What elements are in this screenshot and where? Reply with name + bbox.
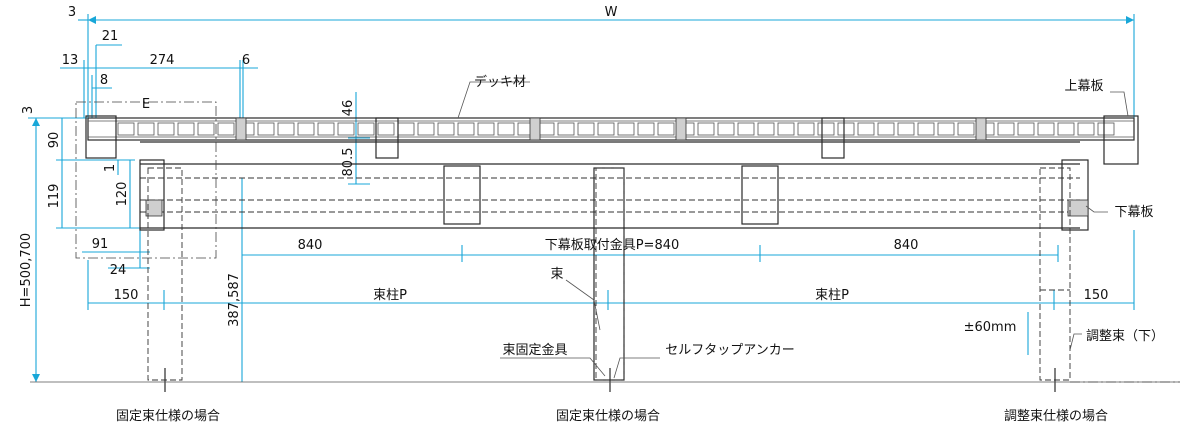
deck-cell — [937, 122, 955, 136]
dim-span-label: 下幕板取付金具P=840 — [545, 237, 680, 253]
deck-cell — [397, 122, 415, 136]
label-adjust-post: 調整束（下） — [1086, 329, 1164, 344]
deck-cell — [217, 122, 235, 136]
dim-span-3: 840 — [894, 238, 919, 253]
dim-3-left: 3 — [21, 106, 36, 114]
dim-span-1: 840 — [298, 238, 323, 253]
dim-46: 46 — [341, 100, 356, 117]
dim-274: 274 — [150, 53, 175, 68]
caption-right: 調整束仕様の場合 — [1004, 409, 1108, 424]
dimension-text: W 3 21 13 274 6 8 E 46 80.5 3 90 119 120… — [19, 5, 1108, 335]
deck-cell — [797, 122, 815, 136]
deck-cell — [877, 122, 895, 136]
deck-cell — [757, 122, 775, 136]
deck-cell — [117, 122, 135, 136]
deck-cell — [837, 122, 855, 136]
deck-cell — [1077, 122, 1095, 136]
beam-structure — [75, 101, 1089, 259]
deck-cell — [157, 122, 175, 136]
dim-w: W — [605, 5, 618, 20]
deck-cell — [1017, 122, 1035, 136]
label-post: 束 — [550, 267, 563, 282]
dim-post-pitch-1: 束柱P — [373, 288, 407, 303]
deck-cell — [177, 122, 195, 136]
deck-cell — [197, 122, 215, 136]
deck-cell — [957, 122, 975, 136]
deck-cell — [777, 122, 795, 136]
label-anchor: セルフタップアンカー — [665, 343, 794, 358]
deck-cell — [417, 122, 435, 136]
deck-cell — [557, 122, 575, 136]
deck-cell — [597, 122, 615, 136]
label-deck: デッキ材 — [474, 74, 526, 90]
dim-120: 120 — [115, 182, 130, 207]
deck-cell — [497, 122, 515, 136]
deck-cell — [1097, 122, 1115, 136]
deck-cell — [377, 122, 395, 136]
dim-13: 13 — [62, 53, 79, 68]
deck-cell — [257, 122, 275, 136]
deck-cell — [637, 122, 655, 136]
dim-height: H=500,700 — [19, 233, 34, 307]
dim-adjust: ±60mm — [964, 320, 1017, 335]
label-lower-fascia: 下幕板 — [1114, 205, 1153, 220]
deck-cell — [477, 122, 495, 136]
deck-cell — [897, 122, 915, 136]
dim-387-587: 387,587 — [227, 273, 242, 327]
deck-cell — [717, 122, 735, 136]
deck-cell — [337, 122, 355, 136]
deck-cell — [537, 122, 555, 136]
deck-cell — [917, 122, 935, 136]
deck-cell — [277, 122, 295, 136]
dim-24: 24 — [110, 263, 127, 278]
dim-21: 21 — [102, 29, 119, 44]
dim-91: 91 — [92, 237, 109, 252]
dim-80-5: 80.5 — [341, 148, 356, 177]
deck-cell — [317, 122, 335, 136]
dim-post-pitch-2: 束柱P — [815, 288, 849, 303]
dim-90: 90 — [47, 132, 62, 149]
deck-cell — [857, 122, 875, 136]
deck-cell — [357, 122, 375, 136]
part-labels: デッキ材 上幕板 下幕板 束 束固定金具 セルフタップアンカー 調整束（下） — [474, 74, 1164, 358]
deck-cell — [617, 122, 635, 136]
leader-lines — [457, 81, 1129, 379]
deck-cell — [1037, 122, 1055, 136]
dim-150-left: 150 — [114, 288, 139, 303]
deck-cell — [1057, 122, 1075, 136]
dim-150-right: 150 — [1084, 288, 1109, 303]
captions: 固定束仕様の場合 固定束仕様の場合 調整束仕様の場合 — [116, 409, 1108, 424]
deck-cell — [437, 122, 455, 136]
deck-cell — [577, 122, 595, 136]
label-upper-fascia: 上幕板 — [1064, 79, 1103, 94]
dim-8: 8 — [100, 73, 108, 88]
deck-cell — [657, 122, 675, 136]
deck-cell — [697, 122, 715, 136]
dim-119: 119 — [47, 184, 62, 209]
deck-cell — [297, 122, 315, 136]
deck-boards — [85, 115, 1139, 165]
deck-cell — [737, 122, 755, 136]
dim-1: 1 — [103, 164, 118, 172]
dim-e: E — [142, 97, 150, 112]
caption-left: 固定束仕様の場合 — [116, 409, 220, 424]
caption-center: 固定束仕様の場合 — [556, 409, 660, 424]
deck-cell — [997, 122, 1015, 136]
dim-3-top: 3 — [68, 5, 76, 20]
dim-6: 6 — [242, 53, 250, 68]
label-post-bracket: 束固定金具 — [502, 342, 567, 358]
posts — [147, 167, 1071, 392]
deck-cell — [817, 122, 835, 136]
deck-cell — [137, 122, 155, 136]
deck-cell — [457, 122, 475, 136]
